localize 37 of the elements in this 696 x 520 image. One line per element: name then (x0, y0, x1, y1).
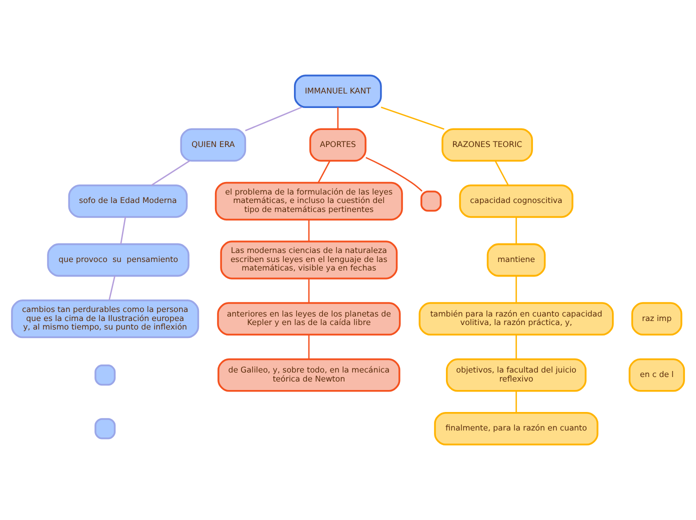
node-box: QUIEN ERA (180, 128, 246, 162)
node-box: raz imp (631, 302, 682, 336)
connector (308, 220, 310, 242)
connector (516, 334, 517, 360)
node-box: finalmente, para la razón en cuanto (434, 412, 598, 446)
connector (245, 106, 302, 132)
connector (516, 390, 517, 413)
connector (318, 160, 330, 183)
node-box: IMMANUEL KANT (294, 74, 382, 108)
node-box (94, 418, 116, 440)
node-box: APORTES (309, 128, 366, 162)
node-box: RAZONES TEORIC (442, 128, 533, 162)
node-box: mantiene (486, 243, 546, 277)
connector (151, 160, 190, 186)
node-box: cambios tan perdurables como la persona que es la cima de la Ilustración europea y, al mismo tiempo, su punto de inflexión (11, 300, 200, 338)
node-box: sofo de la Edad Moderna (68, 184, 188, 218)
connector (366, 156, 422, 192)
node-box: en c de l (628, 358, 685, 392)
node-box: objetivos, la facultad del juicio reflexivo (446, 358, 587, 392)
node-box: Las modernas ciencias de la naturaleza escriben sus leyes en el lenguaje de las matemáticas, visible ya en fechas (220, 240, 398, 280)
connector (494, 160, 509, 186)
node-box (94, 364, 116, 386)
node-box: que provoco su pensamiento (47, 243, 190, 277)
connector (120, 216, 126, 244)
connector (516, 217, 517, 244)
node-box: anteriores en las leyes de los planetas de Kepler y en las de la caída libre (217, 302, 401, 336)
node-box: el problema de la formulación de las leyes matemáticas, e incluso la cuestión del tipo de matemáticas pertinentes (214, 182, 403, 220)
node-box (420, 190, 442, 212)
connector (380, 106, 444, 130)
node-box: de Galileo, y, sobre todo, en la mecánica teórica de Newton (218, 358, 400, 392)
node-box: capacidad cognoscitiva (459, 184, 574, 218)
connector (108, 276, 116, 300)
node-box: también para la razón en cuanto capacidad volitiva, la razón práctica, y, (418, 302, 614, 336)
connector (516, 276, 517, 303)
connector (337, 107, 339, 129)
connector (308, 334, 310, 360)
connector (308, 278, 310, 303)
